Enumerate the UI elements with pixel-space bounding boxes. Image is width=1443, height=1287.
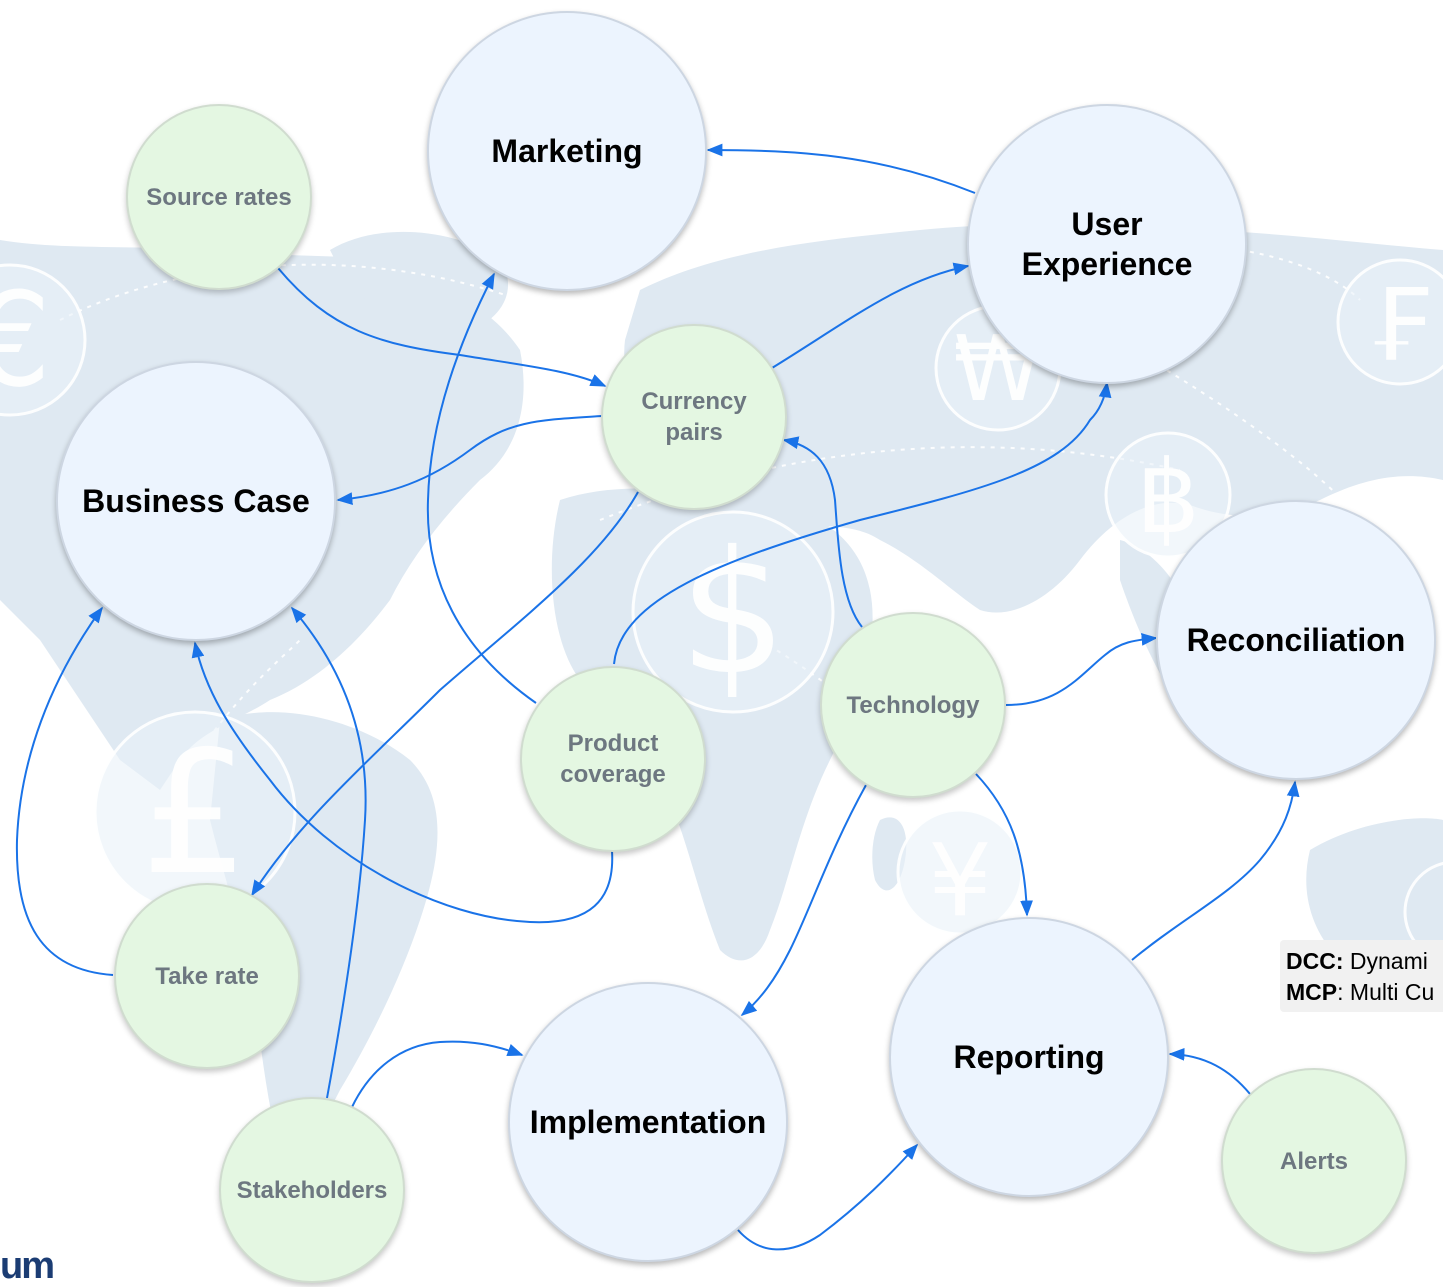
legend-row-mcp: MCP: Multi Cu	[1286, 977, 1443, 1008]
node-source-rates-label: Source rates	[146, 183, 292, 211]
node-alerts[interactable]: Alerts	[1221, 1068, 1407, 1254]
node-marketing-label: Marketing	[491, 133, 643, 169]
legend-row-dcc: DCC: Dynami	[1286, 946, 1443, 977]
legend-dcc-abbr: DCC:	[1286, 948, 1344, 974]
node-marketing[interactable]: Marketing	[427, 11, 707, 291]
legend-box: DCC: Dynami MCP: Multi Cu	[1280, 940, 1443, 1012]
map-greenland	[330, 231, 509, 330]
node-technology-label: Technology	[846, 691, 980, 719]
yen-icon: ¥	[896, 808, 1024, 939]
node-business-case[interactable]: Business Case	[56, 361, 336, 641]
logo-fragment: um	[0, 1245, 55, 1287]
node-stakeholders-label: Stakeholders	[236, 1176, 388, 1204]
edge-product-coverage-to-business-case	[191, 641, 614, 924]
node-take-rate[interactable]: Take rate	[114, 883, 300, 1069]
route-line-2	[599, 446, 1181, 521]
node-stakeholders[interactable]: Stakeholders	[219, 1097, 405, 1283]
edge-technology-to-implementation	[740, 784, 867, 1017]
edge-stakeholders-to-business-case	[290, 606, 367, 1099]
legend-mcp-abbr: MCP	[1286, 979, 1338, 1005]
node-product-coverage-label: Product coverage	[560, 728, 665, 790]
node-product-coverage-line1: Product	[567, 730, 659, 757]
edge-alerts-to-reporting	[1168, 1048, 1251, 1095]
node-take-rate-label: Take rate	[155, 962, 259, 990]
franc-icon: ₣	[1336, 258, 1443, 386]
edge-take-rate-to-business-case	[15, 606, 114, 976]
dollar-icon: $	[631, 510, 835, 714]
edge-technology-to-reconciliation	[1005, 632, 1158, 706]
node-implementation[interactable]: Implementation	[508, 982, 788, 1262]
svg-text:฿: ฿	[1136, 439, 1200, 556]
edge-currency-pairs-to-ux	[771, 262, 970, 369]
pound-icon: £	[93, 710, 297, 914]
route-line-3	[1149, 359, 1361, 521]
legend-dcc-text: Dynami	[1343, 948, 1428, 974]
node-currency-pairs-label: Currency pairs	[641, 386, 746, 448]
node-technology[interactable]: Technology	[820, 612, 1006, 798]
partial-currency-icon	[1403, 861, 1443, 963]
edge-technology-to-reporting	[975, 773, 1033, 917]
node-source-rates[interactable]: Source rates	[126, 104, 312, 290]
node-currency-pairs-line2: pairs	[665, 419, 723, 446]
edge-implementation-to-reporting	[737, 1143, 919, 1251]
node-alerts-label: Alerts	[1279, 1147, 1349, 1175]
svg-text:€: €	[0, 264, 51, 416]
edge-currency-pairs-to-business-case	[336, 415, 603, 505]
edge-reporting-to-reconciliation	[1131, 780, 1300, 961]
svg-text:$: $	[679, 515, 787, 713]
node-reporting-label: Reporting	[953, 1039, 1105, 1075]
node-user-experience-label: User Experience	[1022, 204, 1193, 284]
node-user-experience[interactable]: User Experience	[967, 104, 1247, 384]
node-user-experience-line1: User	[1071, 206, 1143, 242]
edge-ux-to-marketing	[706, 143, 976, 194]
edge-currency-pairs-to-take-rate	[251, 491, 639, 897]
euro-icon: €	[0, 263, 87, 417]
connectors	[15, 143, 1300, 1251]
node-product-coverage[interactable]: Product coverage	[520, 666, 706, 852]
node-currency-pairs[interactable]: Currency pairs	[601, 324, 787, 510]
node-product-coverage-line2: coverage	[560, 761, 666, 788]
node-implementation-label: Implementation	[529, 1104, 767, 1140]
node-reconciliation[interactable]: Reconciliation	[1156, 500, 1436, 780]
edge-technology-to-currency-pairs	[782, 436, 863, 628]
edge-stakeholders-to-implementation	[351, 1040, 524, 1108]
node-user-experience-line2: Experience	[1021, 246, 1193, 282]
svg-text:£: £	[141, 715, 249, 913]
currency-symbols: € ₩ ₣ ฿ $ £ ¥	[0, 258, 1443, 963]
legend-mcp-text: : Multi Cu	[1337, 979, 1435, 1005]
node-currency-pairs-line1: Currency	[641, 388, 747, 415]
baht-icon: ฿	[1104, 431, 1232, 559]
edge-product-coverage-to-marketing	[426, 272, 537, 704]
node-business-case-label: Business Case	[82, 483, 310, 519]
svg-text:¥: ¥	[928, 822, 992, 939]
edge-product-coverage-to-ux	[613, 381, 1112, 665]
node-reconciliation-label: Reconciliation	[1186, 622, 1406, 658]
svg-text:₣: ₣	[1368, 267, 1432, 384]
edge-source-rates-to-currency-pairs	[277, 267, 607, 387]
node-reporting[interactable]: Reporting	[889, 917, 1169, 1197]
